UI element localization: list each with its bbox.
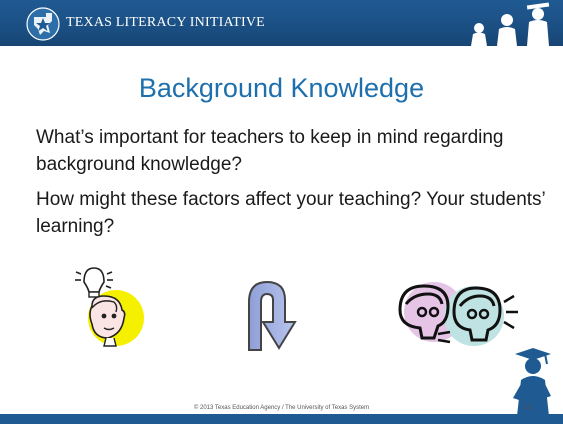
graduate-child-icon: [513, 348, 551, 416]
children-graduate-icon: [471, 2, 550, 46]
body-paragraph: How might these factors affect your teac…: [36, 189, 546, 237]
page-number: 13: [523, 404, 531, 411]
thinking-heads-icon: [398, 282, 518, 346]
copyright-notice: © 2013 Texas Education Agency / The Univ…: [193, 405, 370, 411]
footer-bar: [0, 414, 563, 424]
star-map-logo-icon: [26, 7, 60, 41]
slide-title: Background Knowledge: [138, 73, 425, 103]
header-stripe: [0, 46, 563, 51]
u-turn-arrow-icon: [248, 280, 297, 351]
slide-body: What’s important for teachers to keep in…: [36, 124, 546, 248]
body-paragraph: What’s important for teachers to keep in…: [36, 127, 504, 175]
lightbulb-idea-icon: [75, 267, 144, 347]
brand-name: TEXAS LITERACY INITIATIVE: [66, 15, 265, 30]
header-bar: TEXAS LITERACY INITIATIVE: [0, 0, 563, 46]
